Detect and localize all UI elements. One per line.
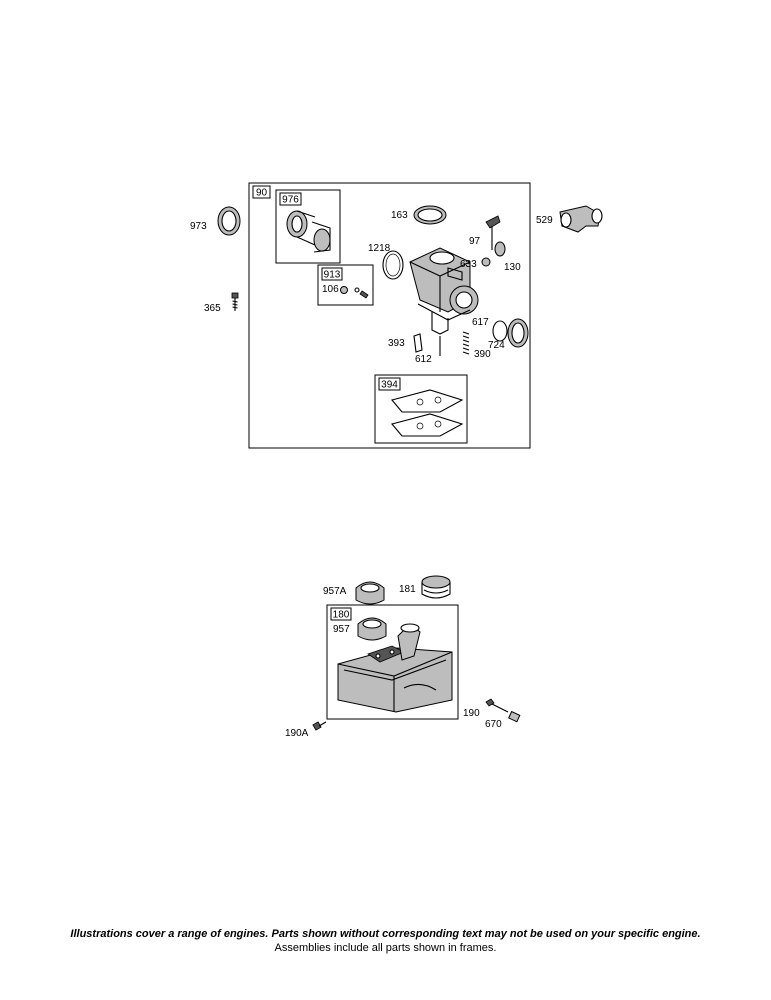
part-617[interactable]: 617 — [472, 317, 508, 342]
frame-90 — [248, 182, 531, 449]
frame-913[interactable]: 913 — [317, 264, 374, 306]
frame-976[interactable]: 976 — [275, 189, 341, 264]
cap-181-icon — [421, 575, 451, 589]
part-390-label: 390 — [474, 349, 491, 360]
bolt-190A-icon — [312, 721, 322, 731]
frame-180 — [326, 604, 459, 720]
frame-976-tag — [279, 192, 302, 206]
lever-icon — [485, 215, 501, 229]
tank-icon — [337, 647, 453, 713]
part-393-label: 393 — [388, 338, 405, 349]
part-633[interactable]: 633 — [460, 257, 491, 270]
oring-617-icon — [492, 320, 508, 342]
part-190-label: 190 — [463, 708, 480, 719]
part-163-label: 163 — [391, 210, 408, 221]
frame-976-label: 976 — [282, 195, 299, 206]
part-724[interactable]: 724 — [488, 318, 529, 351]
frame-913-tag — [321, 267, 343, 281]
part-973[interactable]: 973 — [190, 206, 241, 236]
spring-390-icon — [462, 331, 470, 355]
frame-913-label: 913 — [324, 270, 341, 281]
part-106[interactable]: 106 — [322, 284, 339, 295]
carburetor-assembly: 90 976 913 106 973 — [190, 182, 603, 449]
part-670[interactable]: 670 — [485, 710, 521, 730]
part-365-label: 365 — [204, 303, 221, 314]
fuel-tank-assembly: 957A 181 180 957 — [285, 575, 521, 739]
frame-90-label: 90 — [256, 188, 268, 199]
gasket-plate-icon — [391, 389, 464, 413]
part-957A[interactable]: 957A — [323, 581, 385, 605]
part-390[interactable]: 390 — [462, 331, 491, 360]
part-190A-label: 190A — [285, 728, 309, 739]
frame-394-tag — [378, 377, 401, 391]
part-130[interactable]: 130 — [494, 241, 521, 273]
clip-393-icon — [413, 333, 423, 353]
part-1218-label: 1218 — [368, 243, 391, 254]
part-612-label: 612 — [415, 354, 432, 365]
part-106-label: 106 — [322, 284, 339, 295]
part-957[interactable]: 957 — [333, 617, 387, 641]
part-633-label: 633 — [460, 259, 477, 270]
sleeve-cylinder-icon — [313, 228, 331, 252]
frame-90-tag — [252, 185, 271, 199]
bolt-shaft-icon — [491, 703, 509, 713]
spacer-670-icon — [508, 710, 521, 723]
part-97[interactable]: 97 — [469, 215, 501, 250]
washer-130-icon — [494, 241, 506, 257]
part-181-label: 181 — [399, 584, 416, 595]
part-130-label: 130 — [504, 262, 521, 273]
part-670-label: 670 — [485, 719, 502, 730]
spring-icon — [359, 290, 369, 299]
frame-394[interactable]: 394 — [374, 374, 468, 444]
screw-head-icon — [231, 292, 239, 299]
screw-thread-icon — [232, 298, 238, 311]
part-181[interactable]: 181 — [399, 575, 451, 599]
part-365[interactable]: 365 — [204, 292, 239, 314]
part-190[interactable]: 190 — [463, 698, 509, 719]
carburetor-body — [409, 247, 479, 335]
part-957A-label: 957A — [323, 586, 347, 597]
fuel-tank-body — [337, 623, 453, 713]
part-957-label: 957 — [333, 624, 350, 635]
frame-913-box — [317, 264, 374, 306]
frame-394-box — [374, 374, 468, 444]
part-97-label: 97 — [469, 236, 481, 247]
frame-180-tag — [330, 607, 352, 621]
diaphragm-icon — [391, 413, 464, 437]
part-973-label: 973 — [190, 221, 207, 232]
part-1218[interactable]: 1218 — [368, 243, 404, 280]
footer-disclaimer: Illustrations cover a range of engines. … — [70, 928, 701, 940]
part-529[interactable]: 529 — [536, 205, 603, 233]
frame-180-label: 180 — [333, 610, 350, 621]
part-724-label: 724 — [488, 340, 505, 351]
part-617-label: 617 — [472, 317, 489, 328]
washer-icon — [340, 286, 348, 294]
bolt-head-icon — [485, 698, 495, 707]
part-163[interactable]: 163 — [391, 205, 447, 225]
part-529-label: 529 — [536, 215, 553, 226]
part-190A[interactable]: 190A — [285, 721, 327, 739]
nut-633-icon — [481, 257, 491, 267]
gasket-1218-icon — [382, 250, 404, 280]
pin-icon — [354, 287, 360, 293]
footer-assemblies-note: Assemblies include all parts shown in fr… — [274, 942, 497, 954]
part-393[interactable]: 393 — [388, 333, 423, 353]
frame-394-label: 394 — [381, 380, 398, 391]
part-612[interactable]: 612 — [415, 336, 441, 365]
frame-976-box — [275, 189, 341, 264]
